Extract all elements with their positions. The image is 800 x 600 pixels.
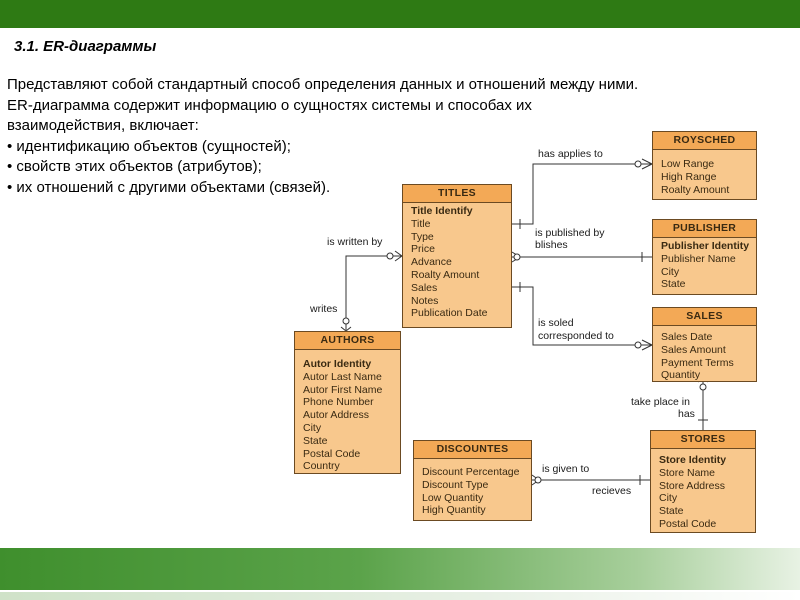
relationship-label: is given to <box>542 463 590 475</box>
footer-band <box>0 548 800 590</box>
entity-attribute: Notes <box>411 294 439 307</box>
relationship-label: take place in <box>631 396 690 408</box>
entity-key-attribute: Title Identify <box>411 205 473 217</box>
entity-title: STORES <box>651 431 755 449</box>
entity-stores: STORES Store Identity Store Name Store A… <box>650 430 756 533</box>
entity-attribute: Sales Date <box>661 331 713 343</box>
entity-attribute: Roalty Amount <box>411 268 480 281</box>
entity-titles: TITLES Title Identify Title Type Price A… <box>402 184 512 328</box>
entity-attribute: Quantity <box>661 369 701 382</box>
entity-attribute: Store Name <box>659 466 716 479</box>
entity-attribute: Autor Last Name <box>303 370 382 383</box>
entity-publisher: PUBLISHER Publisher Identity Publisher N… <box>652 219 757 295</box>
entity-attribute: Type <box>411 230 434 243</box>
entity-sales: SALES Sales Date Sales Amount Payment Te… <box>652 307 757 382</box>
connector-titles-roysched <box>512 163 652 225</box>
relationship-label: recieves <box>592 485 632 497</box>
bullet-item: • их отношений с другими объектами (связ… <box>7 178 331 196</box>
entity-title: ROYSCHED <box>653 132 756 150</box>
paragraph-line: взаимодействия, включает: <box>7 117 199 134</box>
entity-attribute: Title <box>411 217 431 230</box>
entity-attribute: State <box>661 278 686 291</box>
entity-attribute: High Quantity <box>422 504 486 517</box>
slide-title: 3.1. ER-диаграммы <box>14 38 157 55</box>
relationship-label: writes <box>310 303 338 315</box>
slide-paragraph: Представляют собой стандартный способ оп… <box>7 75 777 198</box>
header-bar <box>0 0 800 28</box>
entity-title: DISCOUNTES <box>414 441 531 459</box>
entity-attribute: City <box>661 265 680 278</box>
entity-attribute: Autor First Name <box>303 383 383 396</box>
relationship-label: has <box>678 408 695 420</box>
entity-attribute: Postal Code <box>659 517 717 530</box>
entity-attribute: High Range <box>661 170 717 183</box>
footer-strip <box>0 592 800 600</box>
entity-attribute: Sales Amount <box>661 343 726 356</box>
entity-attribute: Low Quantity <box>422 491 484 504</box>
connector-titles-sales <box>512 286 652 346</box>
entity-attribute: Discount Percentage <box>422 466 520 478</box>
entity-attribute: City <box>659 492 678 505</box>
entity-title: PUBLISHER <box>653 220 756 238</box>
entity-attribute: Postal Code <box>303 447 361 460</box>
entity-attribute: State <box>659 505 684 518</box>
entity-attribute: Advance <box>411 256 452 269</box>
bullet-item: • свойств этих объектов (атрибутов); <box>7 158 262 175</box>
entity-roysched: ROYSCHED Low Range High Range Roalty Amo… <box>652 131 757 200</box>
paragraph-line: Представляют собой стандартный способ оп… <box>7 76 639 93</box>
entity-attribute: Publication Date <box>411 307 488 320</box>
entity-attribute: Low Range <box>661 158 715 170</box>
entity-attribute: Price <box>411 243 435 256</box>
relationship-label: blishes <box>535 239 568 251</box>
entity-key-attribute: Publisher Identity <box>661 240 750 252</box>
entity-title: SALES <box>653 308 756 326</box>
entity-key-attribute: Autor Identity <box>303 358 372 370</box>
bullet-item: • идентификацию объектов (сущностей); <box>7 137 291 155</box>
entity-attribute: Sales <box>411 281 438 294</box>
entity-attribute: Country <box>303 460 340 473</box>
entity-attribute: Publisher Name <box>661 252 736 265</box>
entity-attribute: Payment Terms <box>661 356 734 369</box>
entity-attribute: Phone Number <box>303 396 374 409</box>
entity-authors: AUTHORS Autor Identity Autor Last Name A… <box>294 331 401 474</box>
entity-title: AUTHORS <box>295 332 400 350</box>
entity-attribute: Discount Type <box>422 478 489 491</box>
entity-attribute: Store Address <box>659 479 725 492</box>
relationship-label: has applies to <box>538 148 603 160</box>
entity-key-attribute: Store Identity <box>659 454 727 466</box>
entity-discountes: DISCOUNTES Discount Percentage Discount … <box>413 440 532 521</box>
entity-title: TITLES <box>403 185 511 203</box>
connector-authors-titles <box>345 255 402 330</box>
entity-attribute: State <box>303 434 328 447</box>
relationship-label: corresponded to <box>538 330 614 342</box>
relationship-label: is soled <box>538 317 574 329</box>
entity-attribute: Autor Address <box>303 409 369 422</box>
relationship-label: is published by <box>535 227 605 239</box>
paragraph-line: ER-диаграмма содержит информацию о сущно… <box>7 96 532 114</box>
entity-attribute: Roalty Amount <box>661 183 730 196</box>
entity-attribute: City <box>303 421 322 434</box>
relationship-label: is written by <box>327 236 383 248</box>
